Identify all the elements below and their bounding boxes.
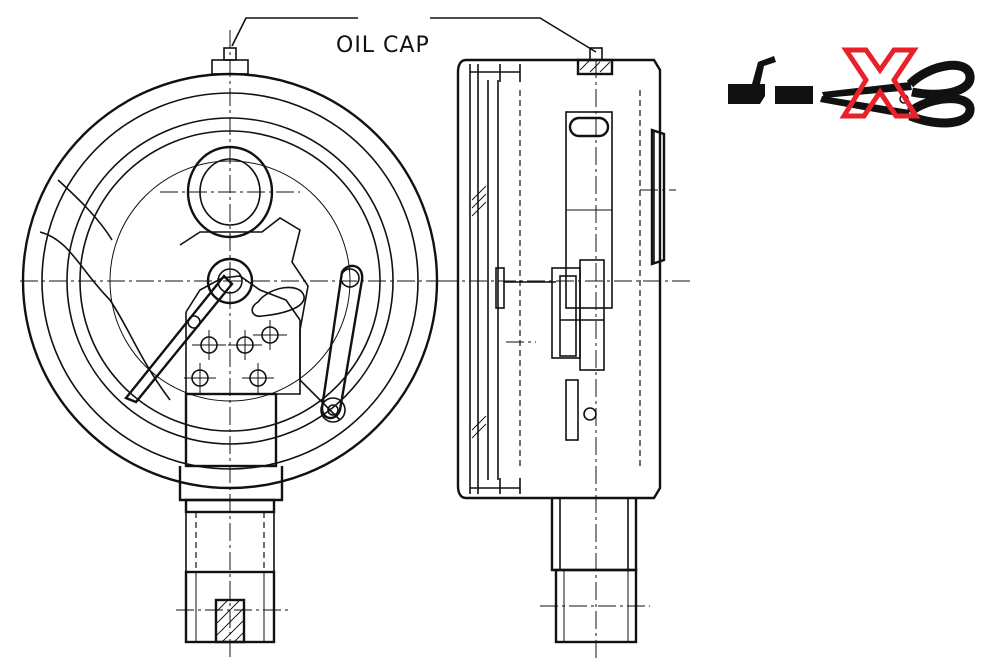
front-view — [20, 30, 445, 660]
side-view — [440, 47, 690, 660]
oil-cap-callout: OIL CAP — [231, 17, 597, 58]
side-case — [456, 58, 662, 500]
red-cross-icon — [839, 47, 921, 119]
front-socket — [184, 392, 278, 468]
scissors-icon — [820, 60, 975, 128]
cut-tab-icon — [728, 56, 813, 104]
front-screw-holes — [184, 315, 287, 393]
oil-cap-label: OIL CAP — [336, 33, 430, 58]
